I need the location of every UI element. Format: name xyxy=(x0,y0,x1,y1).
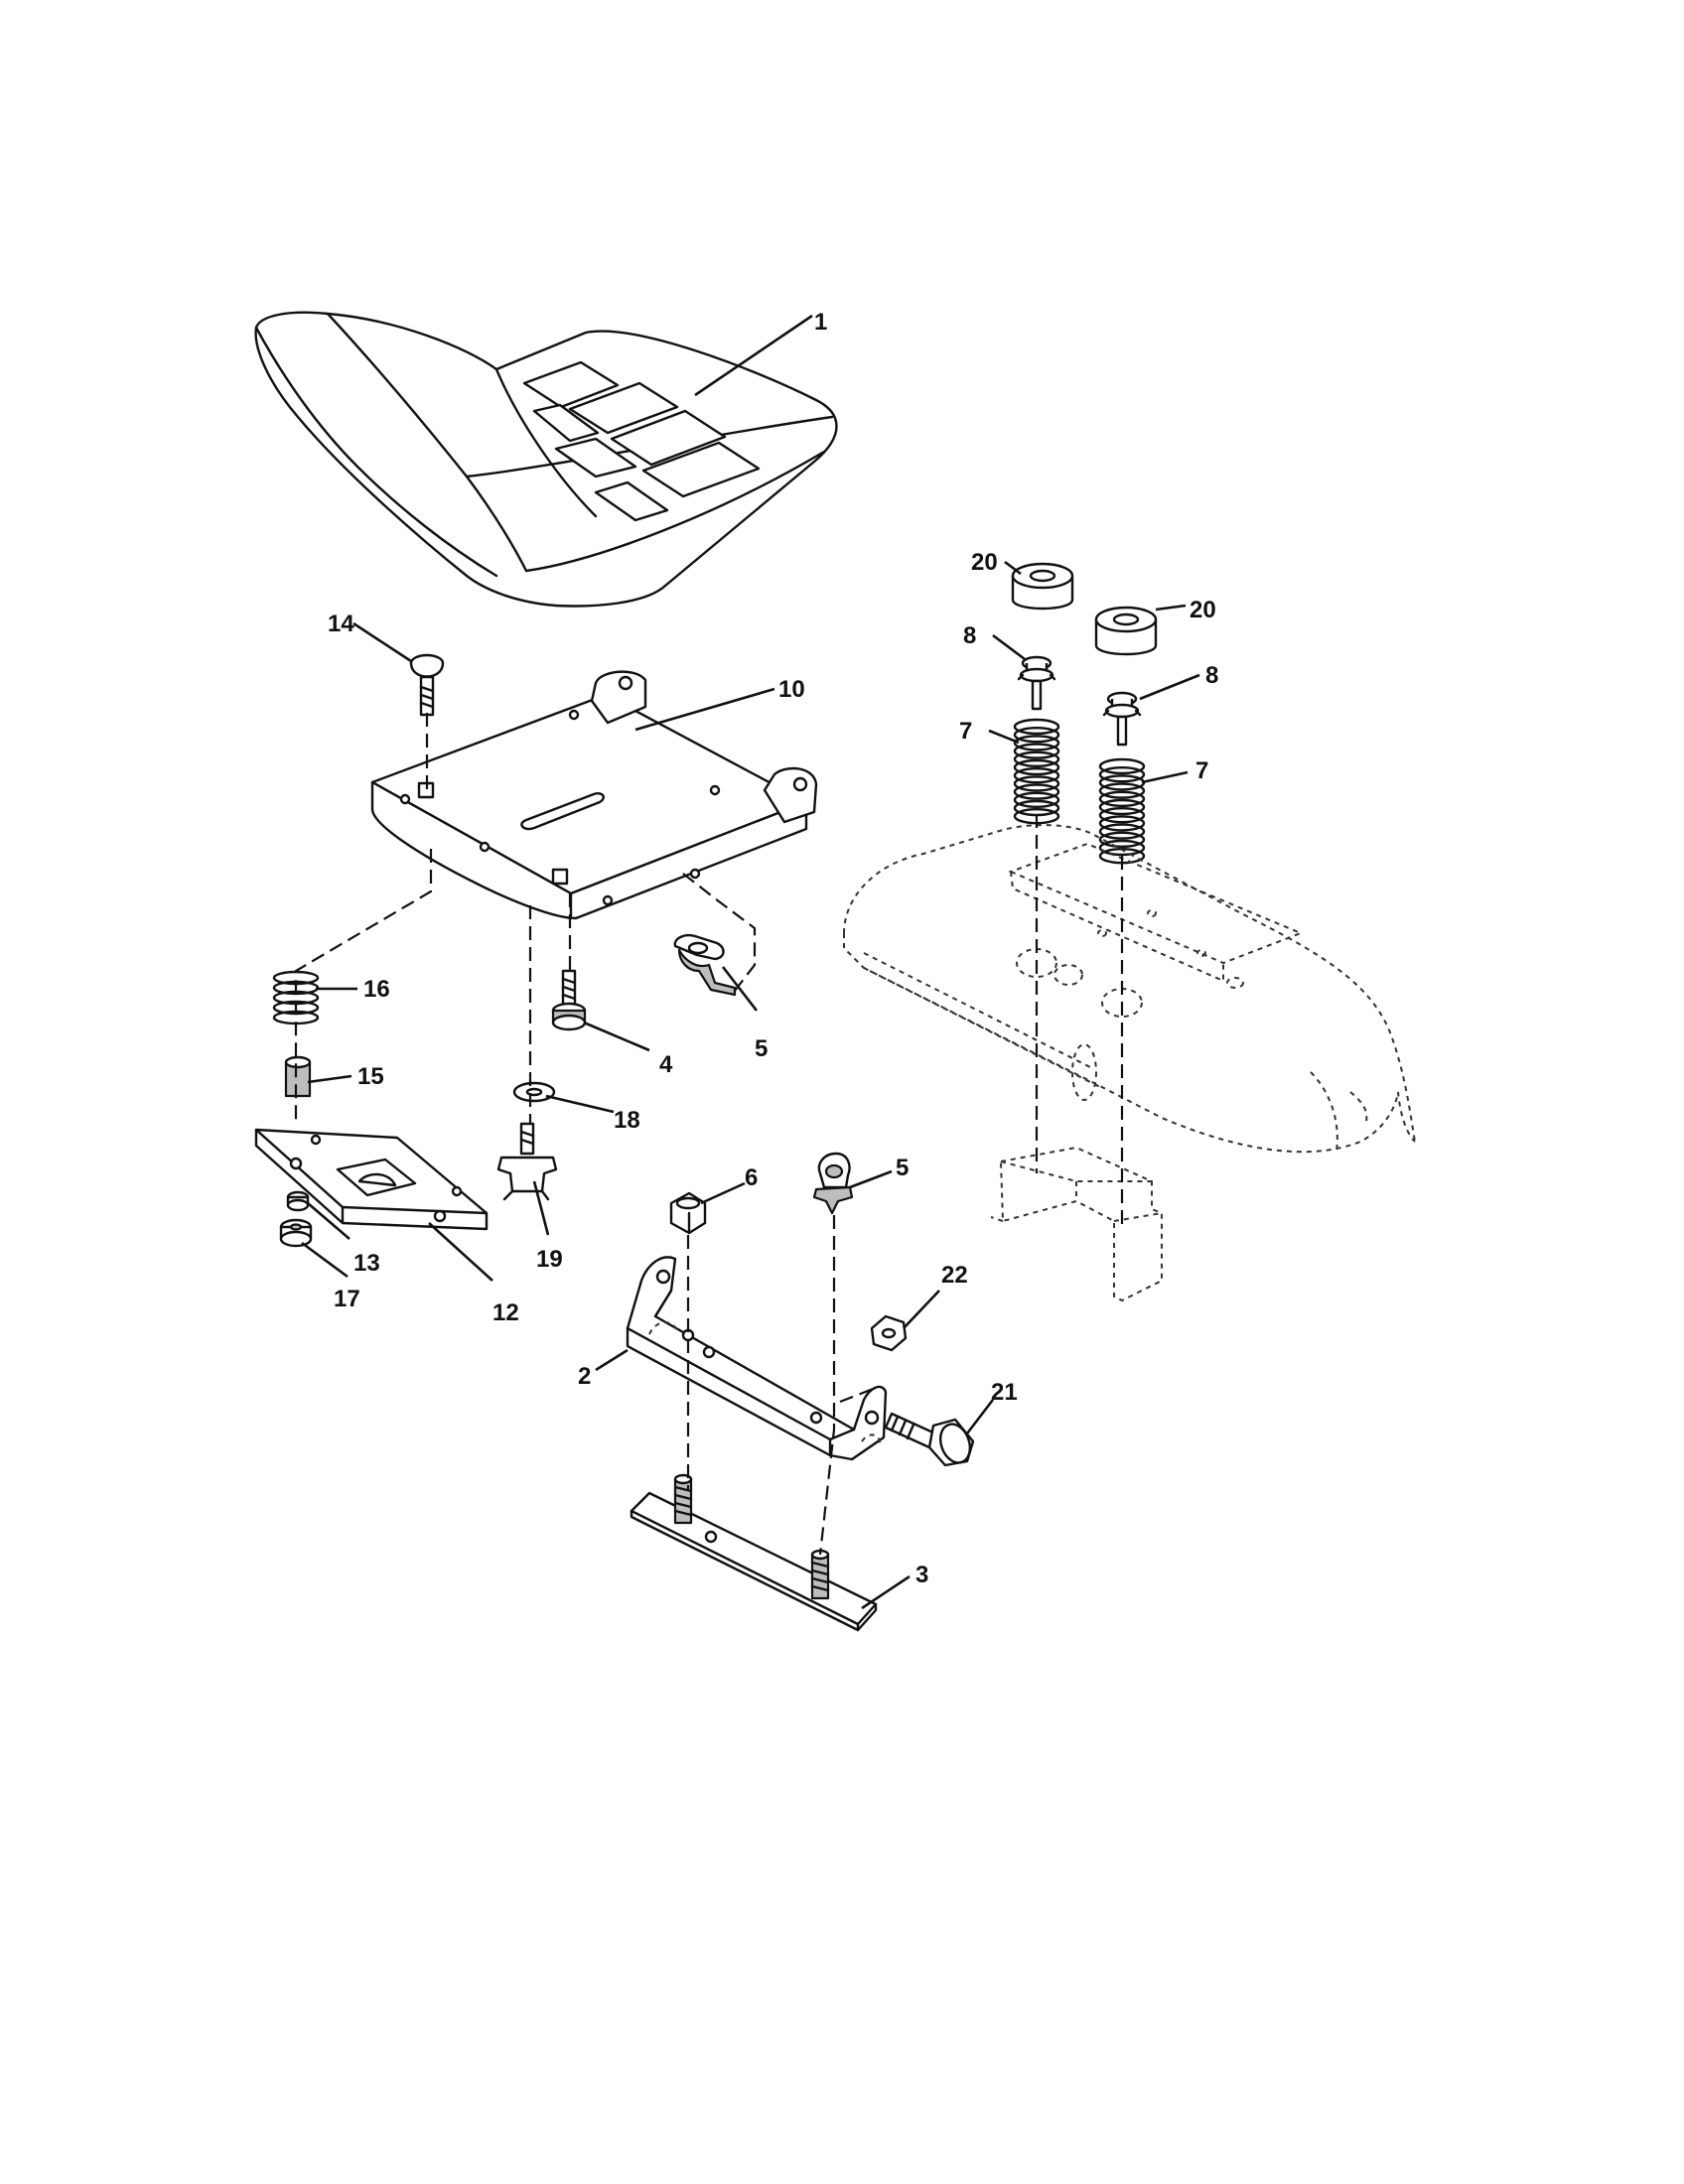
spring-coil xyxy=(1098,766,1146,783)
label-part-4: 4 xyxy=(659,1051,673,1078)
assembly-lines xyxy=(294,713,1124,1556)
bushing-left-drawing xyxy=(1011,562,1074,611)
spring-coil xyxy=(1098,782,1146,799)
washer-small-drawing xyxy=(286,1190,310,1212)
spring-coil xyxy=(1098,815,1146,832)
seat-drawing xyxy=(254,311,838,608)
fender-phantom xyxy=(843,824,1416,1302)
spring-right-drawing xyxy=(1098,757,1146,865)
leader-lines xyxy=(301,314,1200,1610)
label-part-5-lower: 5 xyxy=(896,1155,909,1181)
spring-coil xyxy=(1013,735,1060,751)
spring-coil xyxy=(1013,727,1060,744)
label-part-16: 16 xyxy=(363,976,390,1003)
spring-left-drawing xyxy=(1013,718,1060,825)
label-part-18: 18 xyxy=(614,1107,640,1134)
spacer-drawing xyxy=(284,1055,312,1098)
clip-lower-drawing xyxy=(812,1152,854,1215)
screw-right-drawing xyxy=(1102,691,1142,747)
label-part-20-right: 20 xyxy=(1190,597,1216,623)
label-part-22: 22 xyxy=(941,1262,968,1289)
part-labels: 1 2 3 4 5 5 6 7 7 8 8 10 12 13 14 15 16 … xyxy=(328,309,1218,1588)
label-part-7-right: 7 xyxy=(1195,757,1208,784)
spring-coil xyxy=(1098,839,1146,857)
stud-plate-drawing xyxy=(630,1473,878,1632)
spring-coil xyxy=(1013,783,1060,800)
label-part-8-left: 8 xyxy=(963,622,976,649)
spring-coil xyxy=(1098,790,1146,807)
spring-coil xyxy=(1013,791,1060,808)
label-part-19: 19 xyxy=(536,1246,563,1273)
label-part-8-right: 8 xyxy=(1205,662,1218,689)
lock-nut-drawing xyxy=(669,1191,707,1235)
spring-coil xyxy=(1098,831,1146,848)
pivot-bolt-drawing xyxy=(884,1412,975,1467)
spring-coil xyxy=(1013,758,1060,776)
label-part-14: 14 xyxy=(328,611,354,637)
hex-nut-drawing xyxy=(870,1314,908,1352)
seat-pivot-bracket-drawing xyxy=(626,1256,888,1461)
label-part-13: 13 xyxy=(353,1250,380,1277)
label-part-10: 10 xyxy=(778,676,805,703)
label-part-20-left: 20 xyxy=(971,549,998,576)
label-part-5-upper: 5 xyxy=(755,1035,768,1062)
label-part-15: 15 xyxy=(357,1063,384,1090)
compression-spring-drawing xyxy=(272,970,320,1025)
label-part-17: 17 xyxy=(334,1286,360,1312)
label-part-1: 1 xyxy=(814,309,827,336)
label-part-12: 12 xyxy=(492,1299,519,1326)
spring-coil xyxy=(1013,775,1060,792)
label-part-6: 6 xyxy=(745,1164,758,1191)
spring-coil xyxy=(1098,798,1146,816)
label-part-21: 21 xyxy=(991,1379,1018,1406)
shoulder-bolt-drawing xyxy=(551,969,587,1031)
seat-pan-drawing xyxy=(370,670,818,920)
label-part-3: 3 xyxy=(915,1562,928,1588)
label-part-7-left: 7 xyxy=(959,718,972,745)
flat-washer-drawing xyxy=(512,1081,556,1103)
carriage-bolt-drawing xyxy=(409,653,445,717)
flange-nut-drawing xyxy=(279,1218,313,1248)
clip-upper-drawing xyxy=(673,933,737,997)
wing-knob-drawing xyxy=(496,1122,558,1201)
label-part-2: 2 xyxy=(578,1363,591,1390)
screw-left-drawing xyxy=(1017,655,1056,711)
bushing-right-drawing xyxy=(1094,606,1158,656)
spring-coil xyxy=(1013,743,1060,759)
adjust-plate-drawing xyxy=(254,1128,489,1231)
spring-coil xyxy=(1013,751,1060,767)
spring-coil xyxy=(1013,767,1060,784)
spring-coil xyxy=(1098,823,1146,840)
spring-coil xyxy=(1098,807,1146,824)
